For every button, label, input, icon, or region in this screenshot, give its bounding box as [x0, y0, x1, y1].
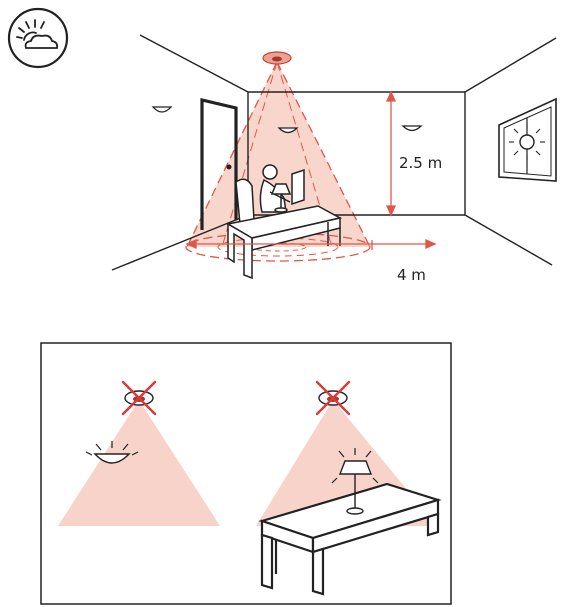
- room: 2.5 m 4 m: [112, 35, 556, 284]
- table-lamp-icon: [272, 184, 290, 194]
- coverage-diameter-label: 4 m: [397, 266, 426, 284]
- guidance-panel: [41, 343, 451, 604]
- sensor-icon: [263, 52, 291, 64]
- ceiling-light-icon: [403, 126, 421, 131]
- ceiling-height-label: 2.5 m: [399, 154, 442, 172]
- window: [499, 99, 556, 181]
- height-dimension: [387, 92, 395, 215]
- sun-icon: [520, 135, 534, 149]
- sun-cloud-badge: [9, 9, 67, 67]
- ceiling-light-icon: [153, 107, 171, 112]
